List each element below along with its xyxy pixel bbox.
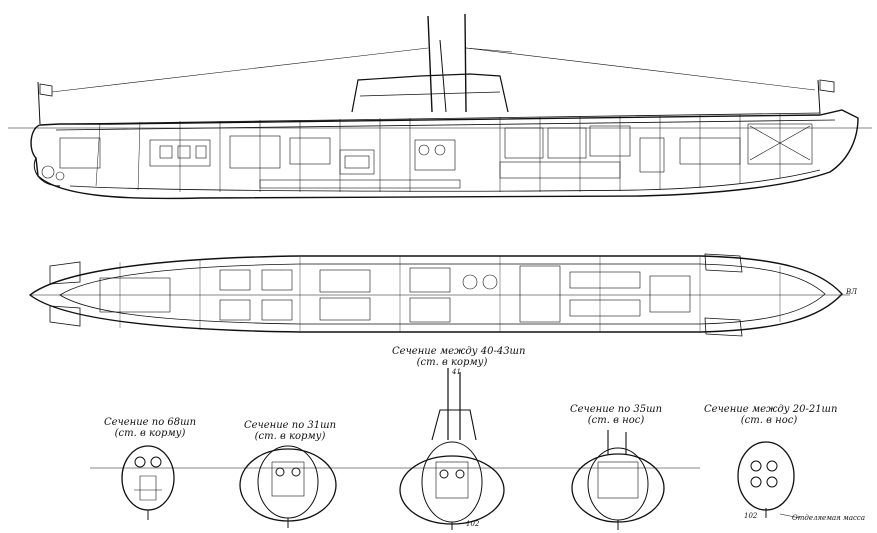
section-frame-20-21 <box>737 441 801 519</box>
hull-profile <box>30 109 859 200</box>
caption-line-2: (ст. в корму) <box>114 428 186 439</box>
section-frame-68 <box>121 445 175 520</box>
caption-line-1: Сечение по 35шп <box>569 404 663 415</box>
section-caption-frame-35: Сечение по 35шп (ст. в нос) <box>566 404 666 426</box>
conning-tower <box>351 73 509 113</box>
antenna-wire-fore <box>465 47 816 91</box>
section-caption-frame-31: Сечение по 31шп (ст. в корму) <box>240 420 340 442</box>
section-caption-frame-20-21: Сечение между 20-21шп (ст. в нос) <box>704 404 838 426</box>
section-frame-35 <box>571 430 665 530</box>
side-elevation-view <box>8 13 872 200</box>
ref-label-41: 41 <box>452 368 461 376</box>
cross-sections <box>90 368 801 530</box>
antenna-wire-aft <box>51 47 429 93</box>
section-frame-40-43 <box>399 368 505 530</box>
caption-line-2: (ст. в нос) <box>587 415 645 426</box>
periscope-2 <box>464 13 467 113</box>
ballast-keel-label: Отделяемая масса <box>792 514 866 522</box>
caption-line-2: (ст. в корму) <box>416 357 488 368</box>
caption-line-2: (ст. в нос) <box>740 415 798 426</box>
stern-flag <box>39 83 53 97</box>
section-frame-31 <box>239 445 337 528</box>
hull-plan-outline <box>28 255 843 333</box>
plan-view <box>28 253 850 337</box>
caption-line-1: Сечение по 68шп <box>103 417 197 428</box>
ref-label-102a: 102 <box>466 520 480 528</box>
caption-line-2: (ст. в корму) <box>254 431 326 442</box>
bow-flag <box>819 79 835 93</box>
periscope-1 <box>427 15 433 113</box>
section-caption-frame-40-43: Сечение между 40-43шп (ст. в корму) <box>392 346 526 368</box>
caption-line-1: Сечение между 20-21шп <box>704 404 838 415</box>
ref-label-102b: 102 <box>744 512 758 520</box>
caption-line-1: Сечение по 31шп <box>243 420 337 431</box>
caption-line-1: Сечение между 40-43шп <box>392 346 526 357</box>
waterline-label: ВЛ <box>846 288 857 296</box>
section-caption-frame-68: Сечение по 68шп (ст. в корму) <box>100 417 200 439</box>
